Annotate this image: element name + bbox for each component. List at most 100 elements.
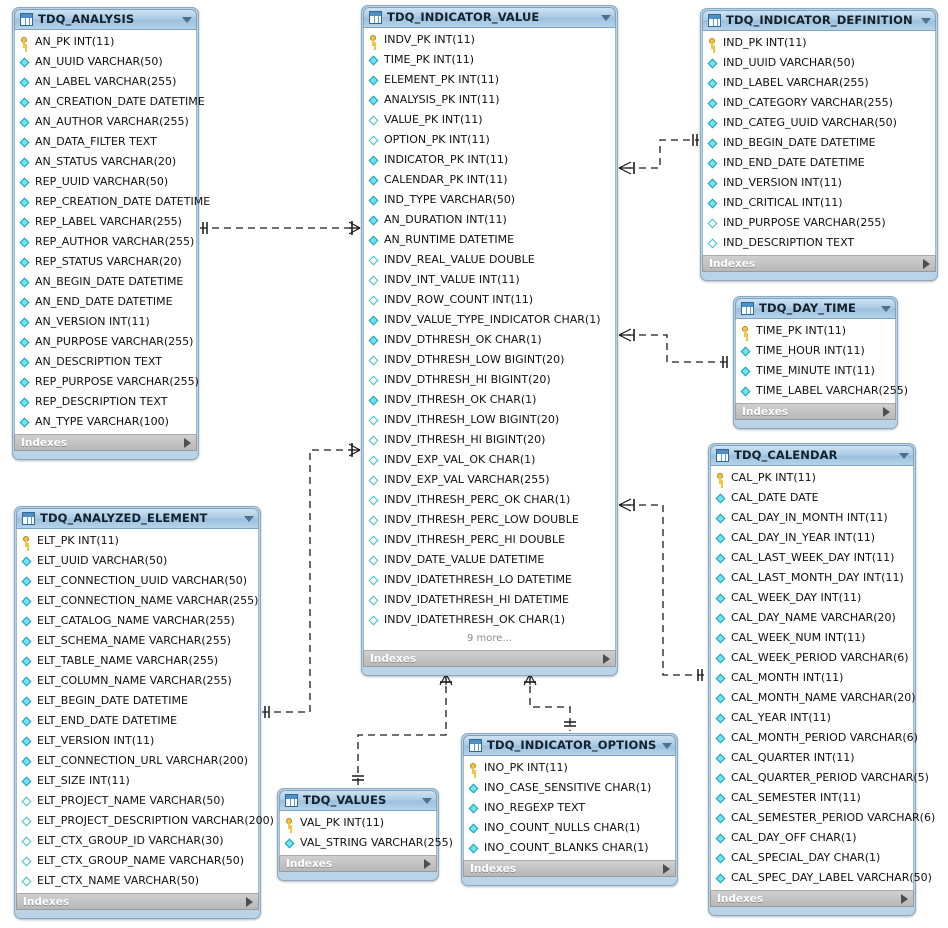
column-row[interactable]: ELT_PK INT(11) [17, 531, 258, 551]
indexes-section-tdq-day-time[interactable]: Indexes [735, 403, 896, 420]
column-row[interactable]: INO_PK INT(11) [464, 758, 675, 778]
expand-right-icon[interactable] [883, 406, 890, 417]
column-row[interactable]: AN_CREATION_DATE DATETIME [15, 92, 205, 112]
column-row[interactable]: AN_UUID VARCHAR(50) [15, 52, 196, 72]
column-row[interactable]: IND_PK INT(11) [703, 33, 935, 53]
chevron-down-icon[interactable] [899, 452, 909, 459]
column-row[interactable]: INDV_DATE_VALUE DATETIME [364, 550, 615, 570]
column-row[interactable]: CAL_DATE DATE [711, 488, 913, 508]
column-row[interactable]: IND_LABEL VARCHAR(255) [703, 73, 935, 93]
column-row[interactable]: INDV_IDATETHRESH_HI DATETIME [364, 590, 615, 610]
column-row[interactable]: INDV_ITHRESH_LOW BIGINT(20) [364, 410, 615, 430]
column-row[interactable]: TIME_HOUR INT(11) [736, 341, 895, 361]
column-row[interactable]: CAL_DAY_IN_MONTH INT(11) [711, 508, 913, 528]
column-row[interactable]: CAL_WEEK_NUM INT(11) [711, 628, 913, 648]
column-row[interactable]: AN_PURPOSE VARCHAR(255) [15, 332, 196, 352]
indexes-section-tdq-calendar[interactable]: Indexes [710, 890, 914, 907]
column-row[interactable]: CAL_SPECIAL_DAY CHAR(1) [711, 848, 913, 868]
column-row[interactable]: INDV_DTHRESH_HI BIGINT(20) [364, 370, 615, 390]
column-row[interactable]: IND_BEGIN_DATE DATETIME [703, 133, 935, 153]
column-row[interactable]: ELT_VERSION INT(11) [17, 731, 258, 751]
column-row[interactable]: INDV_ITHRESH_OK CHAR(1) [364, 390, 615, 410]
chevron-down-icon[interactable] [244, 515, 254, 522]
column-row[interactable]: AN_VERSION INT(11) [15, 312, 196, 332]
column-row[interactable]: CAL_LAST_MONTH_DAY INT(11) [711, 568, 913, 588]
column-row[interactable]: ANALYSIS_PK INT(11) [364, 90, 615, 110]
column-row[interactable]: CAL_DAY_OFF CHAR(1) [711, 828, 913, 848]
entity-header-tdq-day-time[interactable]: TDQ_DAY_TIME [735, 298, 896, 319]
column-row[interactable]: CAL_WEEK_PERIOD VARCHAR(6) [711, 648, 913, 668]
column-row[interactable]: IND_DESCRIPTION TEXT [703, 233, 935, 253]
column-row[interactable]: CAL_LAST_WEEK_DAY INT(11) [711, 548, 913, 568]
column-row[interactable]: AN_DATA_FILTER TEXT [15, 132, 196, 152]
chevron-down-icon[interactable] [601, 14, 611, 21]
chevron-down-icon[interactable] [881, 305, 891, 312]
chevron-down-icon[interactable] [662, 742, 673, 749]
column-row[interactable]: IND_UUID VARCHAR(50) [703, 53, 935, 73]
column-row[interactable]: INDV_EXP_VAL VARCHAR(255) [364, 470, 615, 490]
column-row[interactable]: INO_COUNT_NULLS CHAR(1) [464, 818, 675, 838]
column-row[interactable]: VAL_PK INT(11) [280, 813, 436, 833]
column-row[interactable]: ELT_END_DATE DATETIME [17, 711, 258, 731]
column-row[interactable]: IND_TYPE VARCHAR(50) [364, 190, 615, 210]
column-row[interactable]: ELT_PROJECT_DESCRIPTION VARCHAR(200) [17, 811, 274, 831]
column-row[interactable]: INDV_ITHRESH_HI BIGINT(20) [364, 430, 615, 450]
column-row[interactable]: ELT_CTX_GROUP_NAME VARCHAR(50) [17, 851, 258, 871]
column-row[interactable]: AN_END_DATE DATETIME [15, 292, 196, 312]
expand-right-icon[interactable] [603, 653, 610, 664]
column-row[interactable]: CAL_MONTH_PERIOD VARCHAR(6) [711, 728, 918, 748]
entity-header-tdq-indicator-value[interactable]: TDQ_INDICATOR_VALUE [363, 7, 616, 28]
indexes-section-tdq-analyzed-element[interactable]: Indexes [16, 893, 259, 910]
chevron-down-icon[interactable] [921, 17, 931, 24]
column-row[interactable]: AN_AUTHOR VARCHAR(255) [15, 112, 196, 132]
expand-right-icon[interactable] [246, 896, 253, 907]
column-row[interactable]: INO_COUNT_BLANKS CHAR(1) [464, 838, 675, 858]
column-row[interactable]: INDV_ITHRESH_PERC_LOW DOUBLE [364, 510, 615, 530]
column-row[interactable]: ELT_SCHEMA_NAME VARCHAR(255) [17, 631, 258, 651]
column-row[interactable]: REP_UUID VARCHAR(50) [15, 172, 196, 192]
column-row[interactable]: ELT_TABLE_NAME VARCHAR(255) [17, 651, 258, 671]
column-row[interactable]: INDV_REAL_VALUE DOUBLE [364, 250, 615, 270]
column-row[interactable]: INDV_IDATETHRESH_LO DATETIME [364, 570, 615, 590]
column-row[interactable]: INDV_VALUE_TYPE_INDICATOR CHAR(1) [364, 310, 615, 330]
entity-header-tdq-indicator-definition[interactable]: TDQ_INDICATOR_DEFINITION [702, 10, 936, 31]
entity-header-tdq-values[interactable]: TDQ_VALUES [279, 790, 437, 811]
column-row[interactable]: AN_RUNTIME DATETIME [364, 230, 615, 250]
column-row[interactable]: CAL_MONTH_NAME VARCHAR(20) [711, 688, 916, 708]
column-row[interactable]: CAL_DAY_NAME VARCHAR(20) [711, 608, 913, 628]
column-row[interactable]: VALUE_PK INT(11) [364, 110, 615, 130]
entity-header-tdq-indicator-options[interactable]: TDQ_INDICATOR_OPTIONS [463, 735, 676, 756]
column-row[interactable]: AN_STATUS VARCHAR(20) [15, 152, 196, 172]
column-row[interactable]: ELT_COLUMN_NAME VARCHAR(255) [17, 671, 258, 691]
column-row[interactable]: ELT_CONNECTION_NAME VARCHAR(255) [17, 591, 258, 611]
column-row[interactable]: TIME_LABEL VARCHAR(255) [736, 381, 908, 401]
column-row[interactable]: INDICATOR_PK INT(11) [364, 150, 615, 170]
column-row[interactable]: REP_LABEL VARCHAR(255) [15, 212, 196, 232]
column-row[interactable]: INDV_EXP_VAL_OK CHAR(1) [364, 450, 615, 470]
column-row[interactable]: INDV_ITHRESH_PERC_OK CHAR(1) [364, 490, 615, 510]
indexes-section-tdq-indicator-definition[interactable]: Indexes [702, 255, 936, 272]
column-row[interactable]: CAL_SEMESTER INT(11) [711, 788, 913, 808]
column-row[interactable]: IND_PURPOSE VARCHAR(255) [703, 213, 935, 233]
column-row[interactable]: TIME_PK INT(11) [736, 321, 895, 341]
entity-header-tdq-analysis[interactable]: TDQ_ANALYSIS [14, 9, 197, 30]
column-row[interactable]: CALENDAR_PK INT(11) [364, 170, 615, 190]
column-row[interactable]: CAL_MONTH INT(11) [711, 668, 913, 688]
column-row[interactable]: REP_STATUS VARCHAR(20) [15, 252, 196, 272]
column-row[interactable]: IND_CRITICAL INT(11) [703, 193, 935, 213]
column-row[interactable]: ELT_UUID VARCHAR(50) [17, 551, 258, 571]
column-row[interactable]: ELT_PROJECT_NAME VARCHAR(50) [17, 791, 258, 811]
indexes-section-tdq-indicator-value[interactable]: Indexes [363, 650, 616, 667]
column-row[interactable]: AN_BEGIN_DATE DATETIME [15, 272, 196, 292]
column-row[interactable]: AN_PK INT(11) [15, 32, 196, 52]
column-row[interactable]: ELT_CTX_NAME VARCHAR(50) [17, 871, 258, 891]
column-row[interactable]: ELT_CONNECTION_URL VARCHAR(200) [17, 751, 258, 771]
column-row[interactable]: INDV_DTHRESH_LOW BIGINT(20) [364, 350, 615, 370]
